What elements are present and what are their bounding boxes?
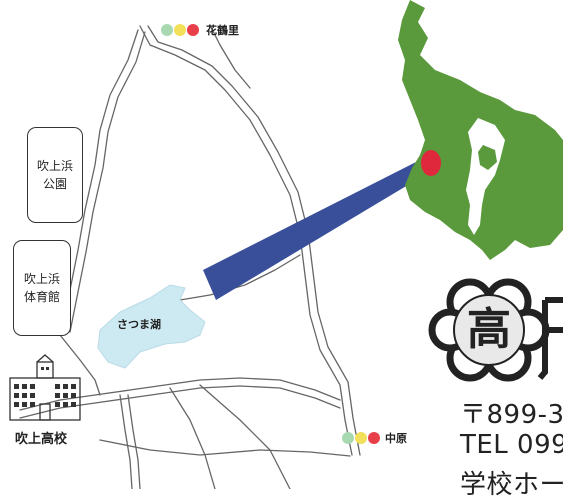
place-label-park: 吹上浜 公園 <box>27 127 83 223</box>
traffic-dots-icon <box>161 24 199 36</box>
gym-label-text: 吹上浜 体育館 <box>23 272 60 304</box>
sakurajima-island <box>478 145 497 170</box>
location-beam <box>203 160 428 300</box>
map-canvas <box>9 0 563 489</box>
school-building-icon <box>9 354 81 421</box>
lake-label: さつま湖 <box>117 318 161 331</box>
school-homepage: 学校ホー <box>460 470 563 500</box>
roads <box>19 24 361 489</box>
telephone: TEL 099 <box>460 430 563 460</box>
postal-code: 〒899-3 <box>460 400 563 430</box>
school-label: 吹上高校 <box>15 432 68 447</box>
place-label-nakahara: 中原 <box>385 432 407 445</box>
school-crest-icon <box>428 278 550 382</box>
place-label-gym: 吹上浜 体育館 <box>13 240 71 336</box>
traffic-dots-icon <box>342 432 380 444</box>
location-marker <box>421 150 441 176</box>
park-label-text: 吹上浜 公園 <box>36 159 73 191</box>
crest-glyph: 高 <box>467 304 511 355</box>
lake-satsuma <box>97 284 206 369</box>
place-label-hanazato: 花鶴里 <box>206 24 239 37</box>
kagoshima-bay <box>466 118 505 235</box>
school-name-fragment <box>537 297 563 380</box>
